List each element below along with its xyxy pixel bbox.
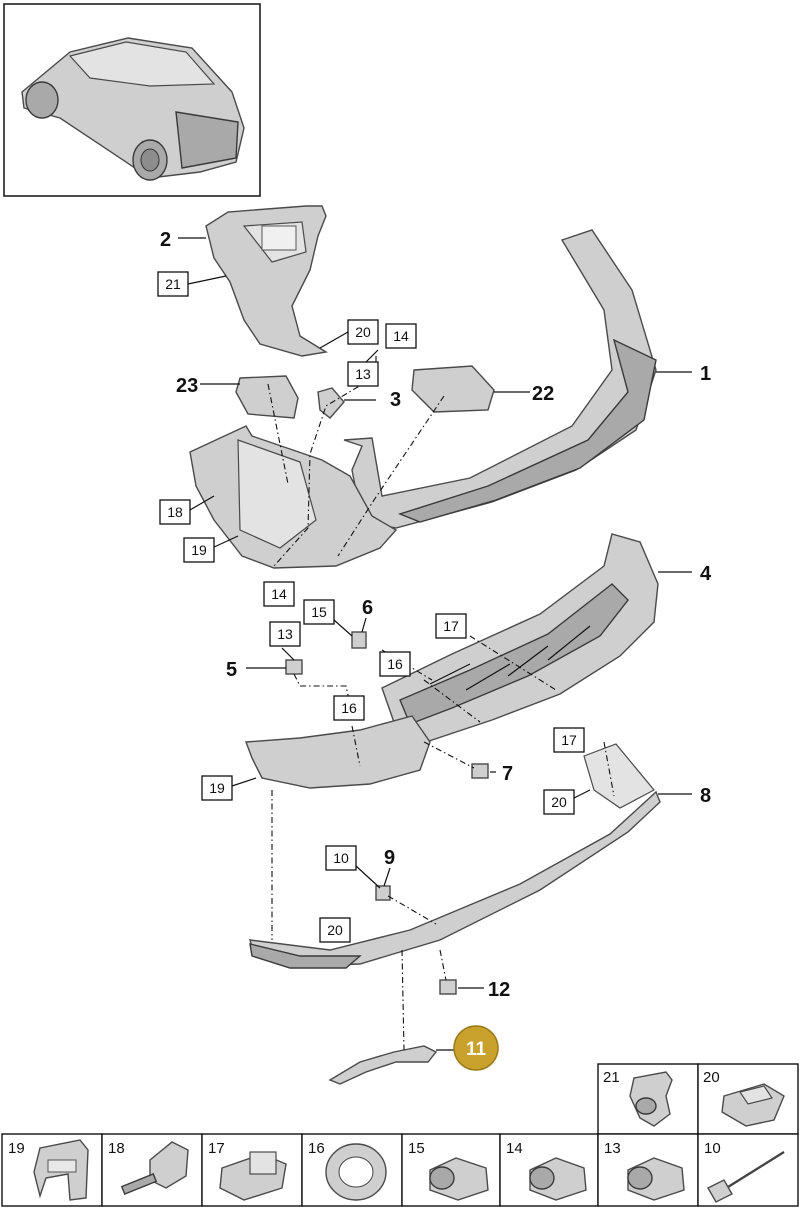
legend-bottom-row: 19 18 17 16 15 14 13 10 [1,1133,799,1207]
sensor-15-icon [429,1157,489,1201]
clip-19-icon [33,1139,89,1201]
legend-top-row: 21 20 [597,1063,799,1135]
callout-1: 1 [700,363,711,385]
callout-2: 2 [160,229,171,251]
vehicle-inset [3,3,261,197]
part-1-bumper-cover [189,229,657,569]
boxed-14-top: 14 [393,328,409,344]
boxed-20-top: 20 [355,324,371,340]
part-8-diffuser [249,743,661,969]
legend-20-num: 20 [703,1069,720,1086]
callout-23: 23 [176,375,198,397]
callout-7: 7 [502,763,513,785]
boxed-callouts: 21 20 14 13 18 19 14 13 15 17 16 16 17 1… [157,271,585,943]
sensor-13-icon [627,1157,685,1201]
callout-6: 6 [362,597,373,619]
callout-12: 12 [488,979,510,1001]
boxed-13-top: 13 [355,366,371,382]
clip-20-icon [721,1083,785,1127]
callout-3: 3 [390,389,401,411]
ring-16-icon [325,1143,387,1201]
boxed-17-a: 17 [443,618,459,634]
callout-4: 4 [700,563,712,585]
part-22-trim [411,365,495,413]
legend-13-num: 13 [604,1140,621,1157]
legend-16-num: 16 [308,1140,325,1157]
boxed-18: 18 [167,504,183,520]
clip-21-icon [629,1071,673,1127]
boxed-19-top: 19 [191,542,207,558]
legend-15-num: 15 [408,1140,425,1157]
boxed-17-b: 17 [561,732,577,748]
legend-14-num: 14 [506,1140,523,1157]
callout-8: 8 [700,785,711,807]
legend-21-num: 21 [603,1069,620,1086]
boxed-14-mid: 14 [271,586,287,602]
part-5-sensor-holder [285,659,303,675]
callout-9: 9 [384,847,395,869]
leader-lines [178,237,692,989]
boxed-20-low: 20 [327,922,343,938]
highlight-label: 11 [466,1039,487,1060]
clip-17-icon [219,1151,287,1201]
highlight-callout-11[interactable]: 11 [436,1025,499,1071]
boxed-16-b: 16 [341,700,357,716]
part-9-clip [375,885,391,901]
boxed-21-top: 21 [165,276,181,292]
part-12-clip [439,979,457,995]
legend-19-num: 19 [8,1140,25,1157]
boxed-10: 10 [333,850,349,866]
callout-labels: 2 1 23 3 22 4 6 5 7 8 9 12 [160,229,712,1001]
part-11-strip [328,1045,438,1085]
part-4-carrier [381,533,659,745]
part-23-trim [235,375,299,419]
boxed-15: 15 [311,604,327,620]
part-2-bracket [205,205,328,357]
part-7-holder [471,763,489,779]
boxed-13-mid: 13 [277,626,293,642]
boxed-19-mid: 19 [209,780,225,796]
boxed-16-a: 16 [387,656,403,672]
legend-17-num: 17 [208,1140,225,1157]
callout-22: 22 [532,383,554,405]
legend-18-num: 18 [108,1140,125,1157]
part-19-lower-trim [245,715,431,789]
boxed-20-mid: 20 [551,794,567,810]
part-6-holder [351,631,367,649]
highlight-circle [453,1025,499,1071]
legend-10-num: 10 [704,1140,721,1157]
rivet-10-icon [707,1150,785,1203]
sensor-14-icon [529,1157,587,1201]
push-pin-18-icon [120,1141,189,1195]
callout-5: 5 [226,659,237,681]
